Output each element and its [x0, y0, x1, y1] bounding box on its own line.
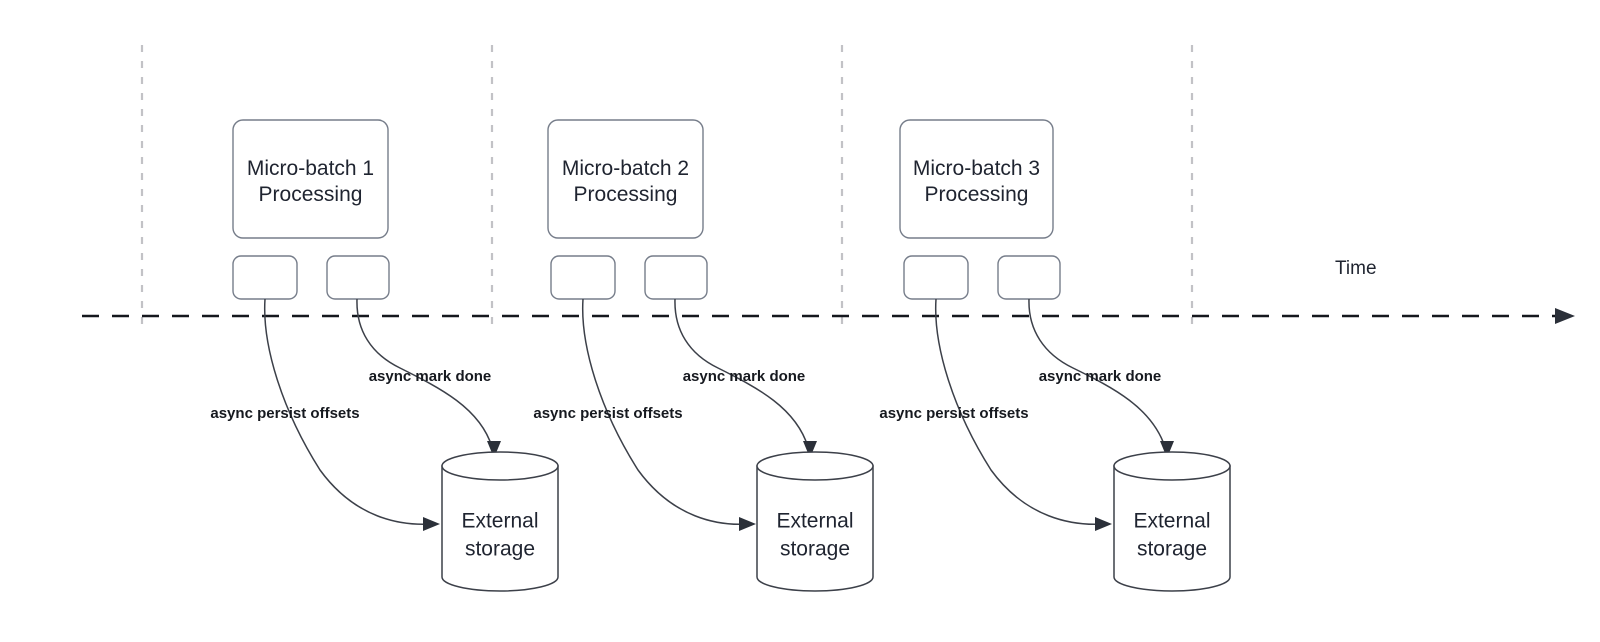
- micro-batch-process-box[interactable]: [547, 119, 704, 239]
- async-persist-offsets-arrowhead-icon: [423, 517, 440, 531]
- async-persist-offsets-label: async persist offsets: [533, 405, 682, 422]
- micro-batch-process-label-line2: Processing: [925, 183, 1029, 206]
- external-storage-cylinder-body[interactable]: [441, 465, 559, 592]
- micro-batch-process-label-line1: Micro-batch 2: [562, 157, 689, 180]
- persist-offsets-task[interactable]: [232, 255, 298, 300]
- async-mark-done-arrowhead-icon: [803, 441, 817, 458]
- micro-batch-group-2: Micro-batch 2 Processing async persist off…: [533, 119, 874, 592]
- async-mark-done-edge: [356, 298, 493, 448]
- external-storage-label-line2: storage: [780, 538, 850, 561]
- external-storage-cylinder-top: [756, 451, 874, 481]
- micro-batch-process-box[interactable]: [899, 119, 1054, 239]
- mark-done-task[interactable]: [997, 255, 1061, 300]
- async-mark-done-edge: [674, 298, 809, 448]
- external-storage-label-line1: External: [461, 510, 538, 533]
- micro-batch-groups-layer: Micro-batch 1 Processing async persist off…: [210, 119, 1231, 592]
- async-mark-done-label: async mark done: [1039, 368, 1162, 385]
- persist-offsets-task[interactable]: [550, 255, 616, 300]
- external-storage-label-line1: External: [1133, 510, 1210, 533]
- external-storage-cylinder-body[interactable]: [1113, 465, 1231, 592]
- async-persist-offsets-label: async persist offsets: [210, 405, 359, 422]
- async-persist-offsets-arrowhead-icon: [739, 517, 756, 531]
- async-persist-offsets-edge: [581, 298, 749, 526]
- external-storage-cylinder-top: [441, 451, 559, 481]
- timeline-axis-layer: Time: [82, 258, 1575, 324]
- micro-batch-process-label-line2: Processing: [574, 183, 678, 206]
- micro-batch-group-1: Micro-batch 1 Processing async persist off…: [210, 119, 559, 592]
- persist-offsets-task[interactable]: [903, 255, 969, 300]
- async-mark-done-arrowhead-icon: [487, 441, 501, 458]
- async-persist-offsets-arrowhead-icon: [1095, 517, 1112, 531]
- external-storage-cylinder-top: [1113, 451, 1231, 481]
- micro-batch-process-label-line2: Processing: [259, 183, 363, 206]
- external-storage-cylinder-body[interactable]: [756, 465, 874, 592]
- external-storage-label-line2: storage: [1137, 538, 1207, 561]
- async-persist-offsets-edge: [263, 298, 433, 526]
- async-persist-offsets-edge: [934, 298, 1105, 526]
- async-mark-done-label: async mark done: [683, 368, 806, 385]
- async-persist-offsets-label: async persist offsets: [879, 405, 1028, 422]
- async-mark-done-edge: [1028, 298, 1166, 448]
- mark-done-task[interactable]: [326, 255, 390, 300]
- mark-done-task[interactable]: [644, 255, 708, 300]
- micro-batch-group-3: Micro-batch 3 Processing async persist off…: [879, 119, 1231, 592]
- time-axis-label: Time: [1335, 258, 1377, 279]
- async-mark-done-label: async mark done: [369, 368, 492, 385]
- micro-batch-process-label-line1: Micro-batch 1: [247, 157, 374, 180]
- async-mark-done-arrowhead-icon: [1160, 441, 1174, 458]
- timeline-arrow-icon: [1555, 308, 1575, 324]
- external-storage-label-line2: storage: [465, 538, 535, 561]
- micro-batch-process-label-line1: Micro-batch 3: [913, 157, 1040, 180]
- micro-batch-process-box[interactable]: [232, 119, 389, 239]
- external-storage-label-line1: External: [776, 510, 853, 533]
